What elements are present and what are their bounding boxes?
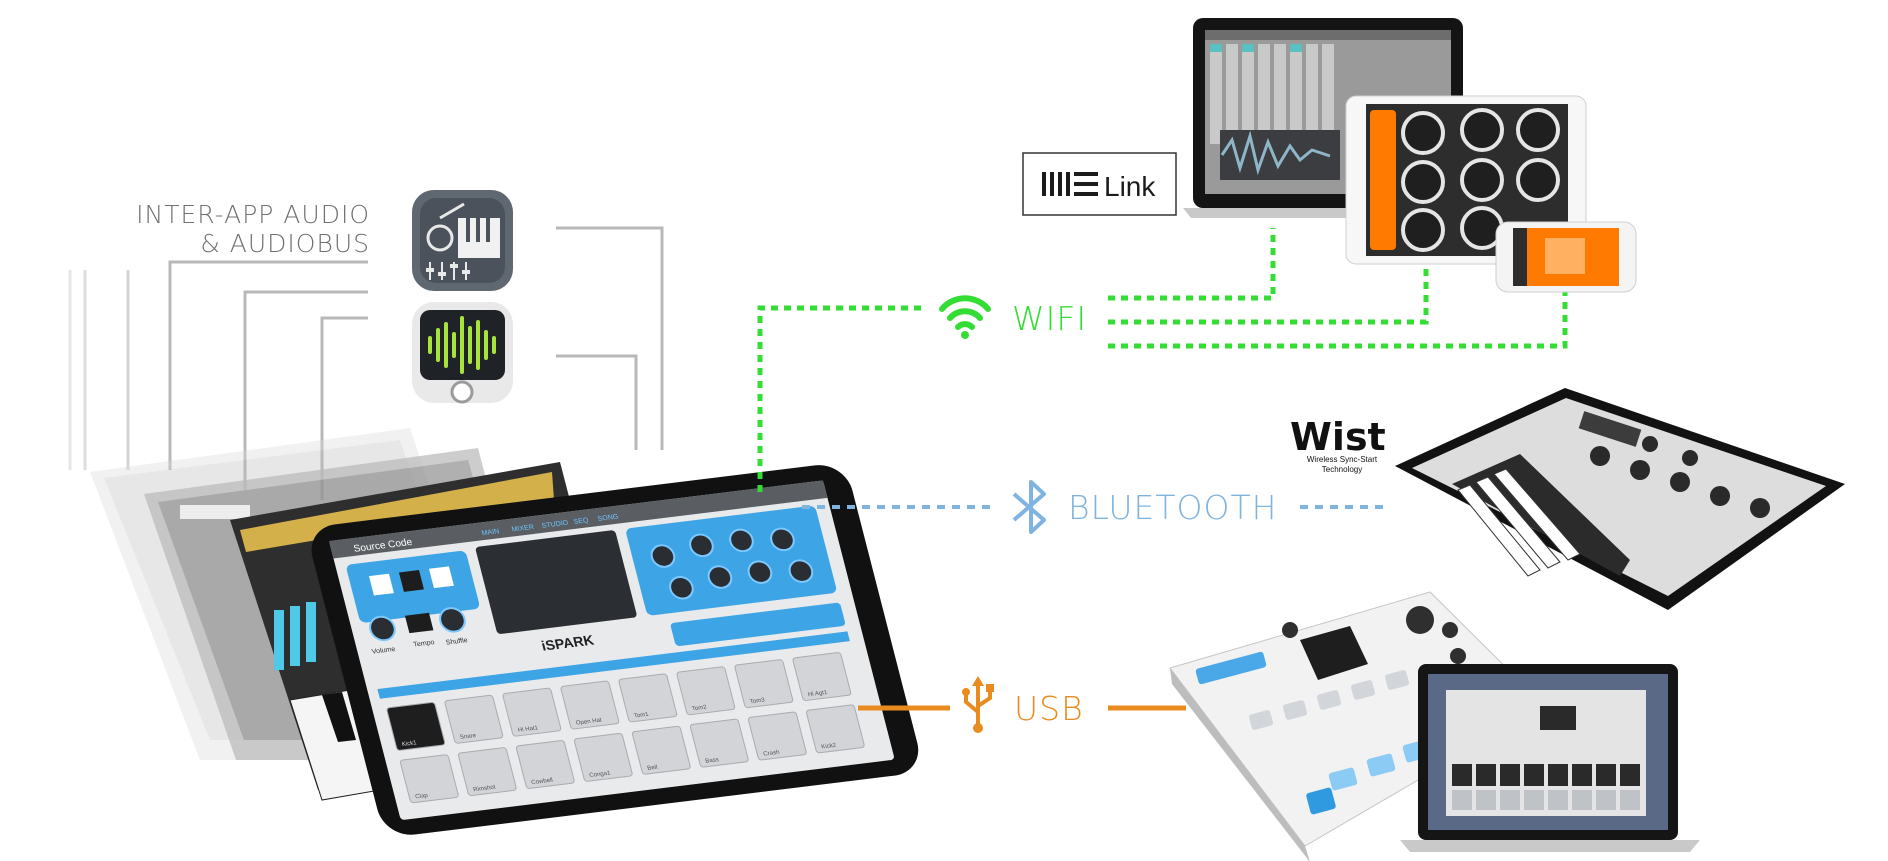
shuffle-label: Shuffle <box>445 637 468 646</box>
ispark-brand: iSPARK <box>540 632 597 654</box>
iaa-label-line2: & AUDIOBUS <box>200 229 370 258</box>
usb-icon <box>962 676 994 733</box>
pad-label: Cowbell <box>531 778 554 786</box>
tab-main[interactable]: MAIN <box>481 528 500 537</box>
tab-seq[interactable]: SEQ <box>573 517 590 526</box>
pad-label: Snare <box>459 733 477 741</box>
tab-song[interactable]: SONG <box>597 514 619 523</box>
wist-wordmark: Wist <box>1290 415 1386 459</box>
iphone <box>1495 221 1637 293</box>
wist-logo: Wist Wireless Sync-Start Technology <box>1290 415 1386 474</box>
pad-label: Open Hat <box>575 718 602 727</box>
wist-subtitle-1: Wireless Sync-Start <box>1307 455 1378 464</box>
pad-label: Clap <box>415 793 429 800</box>
pad-label: Tom1 <box>633 712 650 720</box>
audiobus-icon <box>412 302 513 404</box>
tempo-label: Tempo <box>413 639 436 648</box>
pad-label: Tom2 <box>691 705 708 713</box>
pad-label: Bell <box>647 765 658 772</box>
wifi-label: WIFI <box>1012 299 1087 338</box>
wifi-icon <box>939 295 991 339</box>
ipad-knob-app <box>1345 95 1587 265</box>
pad-label: Tom3 <box>749 698 766 706</box>
tab-studio[interactable]: STUDIO <box>541 520 570 530</box>
iaa-label-line1: INTER-APP AUDIO <box>136 200 370 229</box>
bluetooth-icon <box>1012 480 1046 534</box>
link-word: Link <box>1104 171 1156 202</box>
pad-label: Crash <box>763 750 780 758</box>
inter-app-audio-icon <box>412 190 513 291</box>
macbook-spark <box>1400 664 1700 852</box>
ableton-link-logo: Link <box>1022 152 1177 216</box>
tab-mixer[interactable]: MIXER <box>511 524 535 533</box>
usb-label: USB <box>1014 689 1084 728</box>
pad-label: Rimshot <box>473 785 497 794</box>
spark-controller <box>1169 591 1546 861</box>
wifi-connection-lines <box>757 228 1568 492</box>
inter-app-audio-connectors <box>68 226 664 500</box>
pad-label: Hi Agt1 <box>807 690 828 698</box>
pad-label: Bass <box>705 757 720 764</box>
wist-subtitle-2: Technology <box>1322 465 1362 474</box>
pad-label: Hi Hat1 <box>517 725 539 733</box>
pad-label: Kick2 <box>821 743 838 751</box>
ipad-ispark: Source Code MAIN MIXER STUDIO SEQ SONG <box>311 465 919 835</box>
pad-label: Kick1 <box>401 740 418 748</box>
pad-label: Conga1 <box>589 771 612 779</box>
ipad-synth <box>1395 388 1845 610</box>
volume-label: Volume <box>371 646 396 656</box>
bluetooth-label: BLUETOOTH <box>1068 488 1277 527</box>
